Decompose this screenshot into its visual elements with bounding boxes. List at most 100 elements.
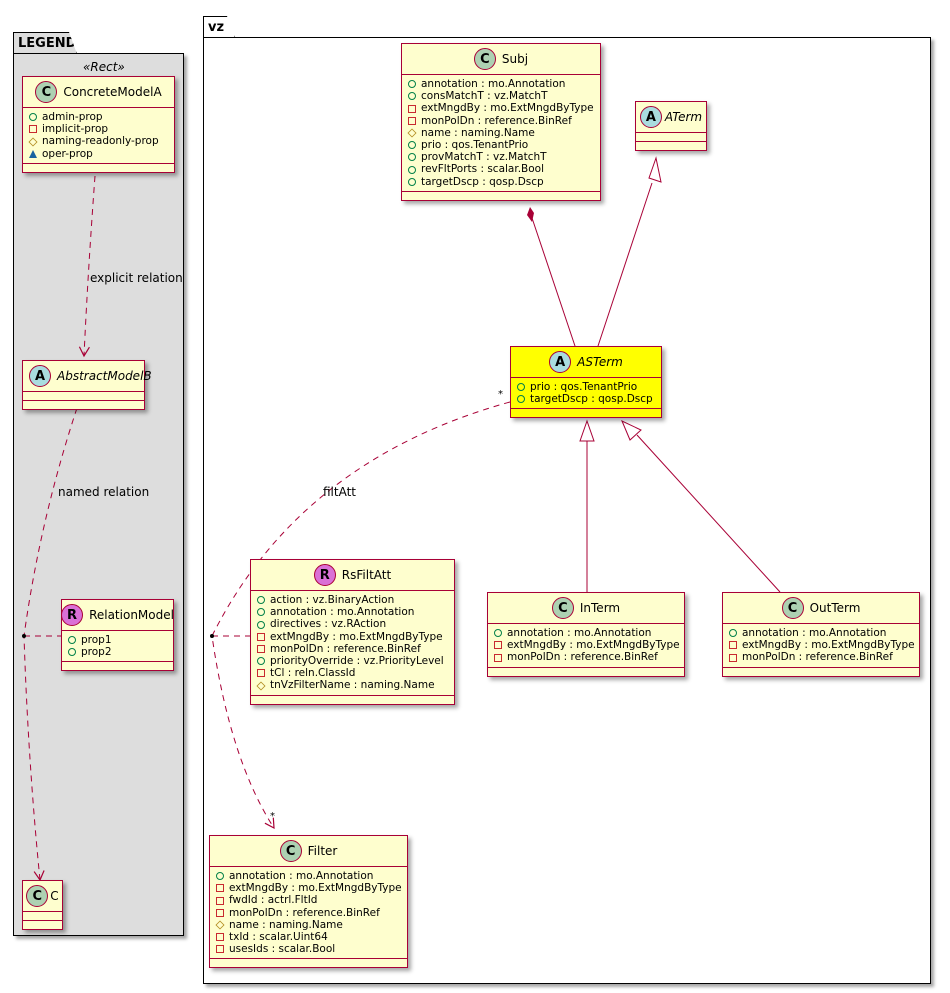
class-header: A AbstractModelB (23, 361, 152, 392)
private-visibility-icon (494, 653, 502, 662)
class-rsfiltatt[interactable]: R RsFiltAtt action : vz.BinaryAction ann… (250, 559, 455, 705)
class-c[interactable]: C C (22, 880, 63, 930)
class-c-icon: C (279, 840, 302, 862)
relation-junction-dot (22, 634, 26, 638)
protected-visibility-icon (215, 920, 225, 930)
attribute: fwdId : actrl.FltId (216, 894, 401, 906)
class-concrete-model-a[interactable]: C ConcreteModelA admin-prop implicit-pro… (22, 76, 175, 173)
class-relation-model[interactable]: R RelationModel prop1 prop2 (61, 599, 174, 672)
attribute-text: prio : qos.TenantPrio (421, 139, 529, 152)
class-name: AbstractModelB (57, 369, 152, 383)
abstract-a-icon: A (639, 106, 662, 128)
private-visibility-icon (29, 125, 37, 134)
class-name: Subj (501, 52, 529, 66)
legend-package-tab: LEGEND (13, 32, 77, 54)
attribute-text: extMngdBy : mo.ExtMngdByType (421, 102, 594, 115)
attribute-text: monPolDn : reference.BinRef (229, 906, 380, 919)
vz-title: vz (208, 20, 225, 35)
private-visibility-icon (216, 884, 224, 893)
class-header: C Filter (210, 836, 407, 867)
public-visibility-icon (494, 629, 502, 638)
operation-list (723, 668, 919, 676)
operation-list (402, 192, 600, 200)
relation-r-icon: R (61, 604, 84, 626)
class-interm[interactable]: C InTerm annotation : mo.Annotation extM… (487, 592, 685, 677)
attribute-text: prop2 (81, 646, 112, 659)
attribute-text: provMatchT : vz.MatchT (421, 151, 547, 164)
attribute: annotation : mo.Annotation (408, 78, 594, 90)
attribute: provMatchT : vz.MatchT (408, 151, 594, 163)
attribute-text: directives : vz.RAction (270, 618, 387, 631)
attribute: action : vz.BinaryAction (257, 594, 448, 606)
attribute-text: action : vz.BinaryAction (270, 594, 395, 606)
operation-list (488, 668, 684, 676)
private-visibility-icon (408, 104, 416, 113)
attribute: monPolDn : reference.BinRef (494, 651, 678, 663)
private-visibility-icon (494, 641, 502, 650)
attribute-text: annotation : mo.Annotation (229, 870, 374, 882)
attribute: annotation : mo.Annotation (494, 627, 678, 639)
class-name: RsFiltAtt (341, 568, 392, 582)
relation-r-icon: R (313, 564, 336, 586)
attribute-text: usesIds : scalar.Bool (229, 943, 336, 956)
class-header: R RsFiltAtt (251, 560, 454, 591)
attribute: extMngdBy : mo.ExtMngdByType (494, 639, 680, 651)
attribute: priorityOverride : vz.PriorityLevel (257, 655, 448, 667)
class-c-icon: C (473, 48, 496, 70)
public-visibility-icon (68, 636, 76, 645)
operation-list (511, 409, 661, 417)
class-filter[interactable]: C Filter annotation : mo.Annotation extM… (209, 835, 408, 969)
attribute-text: oper-prop (42, 147, 93, 160)
class-header: C Subj (402, 44, 600, 75)
attribute-text: naming-readonly-prop (42, 135, 159, 148)
attribute-text: fwdId : actrl.FltId (229, 894, 318, 907)
class-c-icon: C (26, 885, 49, 907)
attribute-text: monPolDn : reference.BinRef (421, 114, 572, 127)
attribute-text: extMngdBy : mo.ExtMngdByType (270, 630, 443, 643)
filtatt-source-multiplicity: * (498, 389, 503, 400)
attribute: extMngdBy : mo.ExtMngdByType (216, 882, 402, 895)
explicit-relation-label: explicit relation (90, 271, 183, 285)
outterm-generalization-arrow (621, 419, 642, 441)
operation-list (251, 696, 454, 704)
protected-visibility-icon (407, 128, 417, 138)
attribute: monPolDn : reference.BinRef (729, 651, 913, 663)
attribute: directives : vz.RAction (257, 618, 448, 630)
class-header: R RelationModel (61, 600, 174, 631)
attribute: name : naming.Name (215, 918, 401, 931)
attribute: prop2 (68, 646, 167, 658)
attribute-text: annotation : mo.Annotation (507, 627, 652, 639)
attribute: tCl : reln.ClassId (257, 667, 448, 679)
operation-list (210, 959, 407, 967)
named-relation-label: named relation (58, 485, 150, 499)
class-subj[interactable]: C Subj annotation : mo.Annotation consMa… (401, 43, 601, 201)
public-visibility-icon (408, 141, 416, 150)
public-visibility-icon (257, 608, 265, 617)
attribute: targetDscp : qosp.Dscp (517, 393, 655, 405)
attribute: consMatchT : vz.MatchT (408, 90, 594, 102)
attribute: monPolDn : reference.BinRef (408, 115, 594, 127)
public-visibility-icon (29, 113, 37, 122)
class-name: InTerm (579, 601, 621, 615)
operation-list (23, 401, 144, 409)
attribute: admin-prop (29, 111, 168, 123)
class-asterm[interactable]: A ASTerm prio : qos.TenantPrio targetDsc… (510, 346, 662, 419)
private-visibility-icon (729, 641, 737, 650)
filtatt-line (211, 401, 511, 830)
attribute: naming-readonly-prop (28, 135, 168, 148)
attribute-text: annotation : mo.Annotation (421, 78, 566, 90)
class-aterm[interactable]: A ATerm (635, 101, 707, 151)
attribute-text: tnVzFilterName : naming.Name (270, 679, 435, 692)
attribute-list: prop1 prop2 (62, 631, 173, 663)
attribute-list: action : vz.BinaryAction annotation : mo… (251, 591, 454, 696)
public-visibility-icon (257, 657, 265, 666)
attribute-list: prio : qos.TenantPrio targetDscp : qosp.… (511, 378, 661, 410)
attribute-text: extMngdBy : mo.ExtMngdByType (229, 882, 402, 895)
attribute: implicit-prop (29, 123, 168, 135)
attribute-list: annotation : mo.Annotation extMngdBy : m… (488, 624, 684, 668)
class-outterm[interactable]: C OutTerm annotation : mo.Annotation ext… (722, 592, 920, 677)
interm-generalization-arrow (579, 419, 595, 442)
class-abstract-model-b[interactable]: A AbstractModelB (22, 360, 152, 410)
outterm-generalization-line (636, 434, 781, 593)
attribute-text: name : naming.Name (229, 918, 343, 931)
